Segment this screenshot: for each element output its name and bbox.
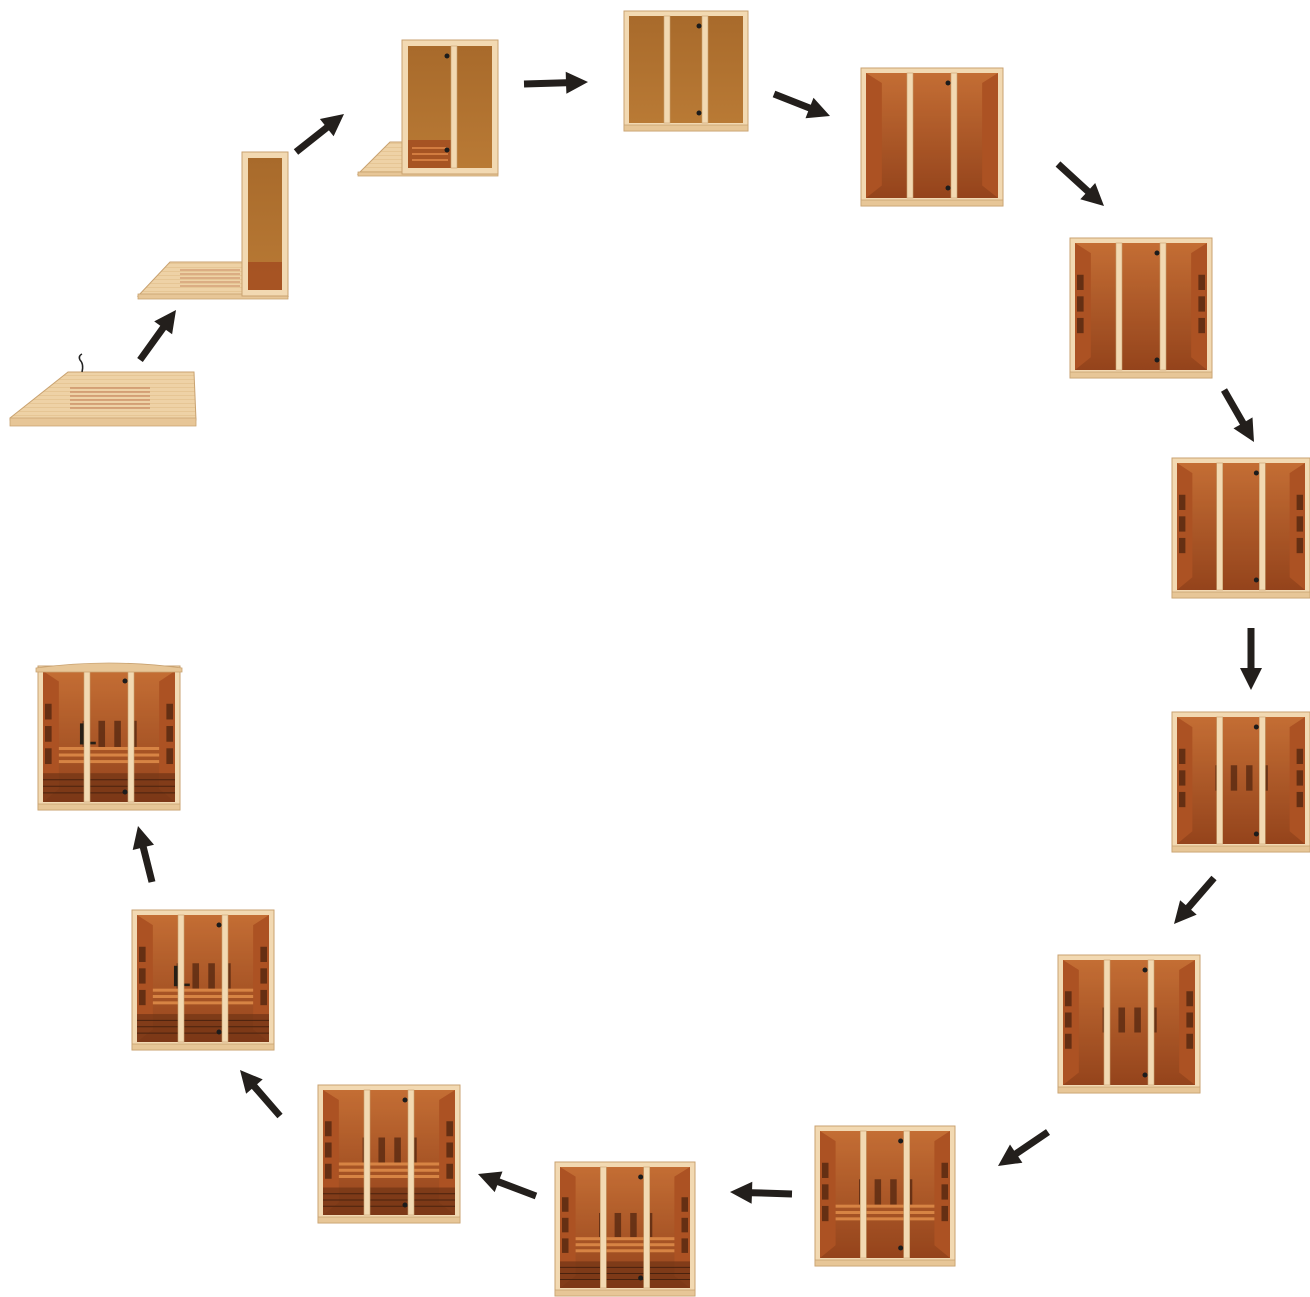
step-arrow-11 bbox=[478, 1172, 537, 1200]
step-arrow-12 bbox=[240, 1070, 283, 1118]
step-arrow-3 bbox=[524, 72, 588, 94]
assembly-step-10-interior-benches-heaters bbox=[815, 1126, 955, 1266]
assembly-step-5-interior-partial bbox=[861, 68, 1003, 206]
assembly-step-6-interior-side-panels bbox=[1070, 238, 1212, 378]
step-arrow-13 bbox=[133, 826, 156, 883]
assembly-step-14-complete-with-roof bbox=[36, 663, 182, 810]
step-arrow-5 bbox=[1056, 161, 1104, 206]
step-arrow-10 bbox=[730, 1182, 792, 1204]
step-arrow-6 bbox=[1221, 388, 1254, 442]
step-arrow-9 bbox=[998, 1129, 1050, 1166]
assembly-step-11-interior-lower-panels bbox=[555, 1162, 695, 1296]
assembly-step-8-interior-full-panels bbox=[1172, 712, 1310, 852]
step-arrow-7 bbox=[1240, 628, 1262, 690]
step-arrow-8 bbox=[1174, 876, 1217, 924]
step-arrow-4 bbox=[773, 91, 830, 119]
assembly-step-1-floor bbox=[10, 354, 196, 426]
assembly-step-13-interior-controls bbox=[132, 910, 274, 1050]
assembly-step-9-interior-benches bbox=[1058, 955, 1200, 1093]
assembly-step-7-interior-more-panels bbox=[1172, 458, 1310, 598]
step-arrow-2 bbox=[294, 114, 344, 155]
assembly-steps bbox=[10, 11, 1310, 1296]
assembly-step-4-glass-front bbox=[624, 11, 748, 131]
step-arrow-1 bbox=[137, 310, 176, 362]
assembly-step-3-floor-back-wall-side bbox=[358, 40, 498, 176]
assembly-step-2-floor-back-wall bbox=[138, 152, 288, 299]
assembly-step-12-interior-all-heaters bbox=[318, 1085, 460, 1223]
